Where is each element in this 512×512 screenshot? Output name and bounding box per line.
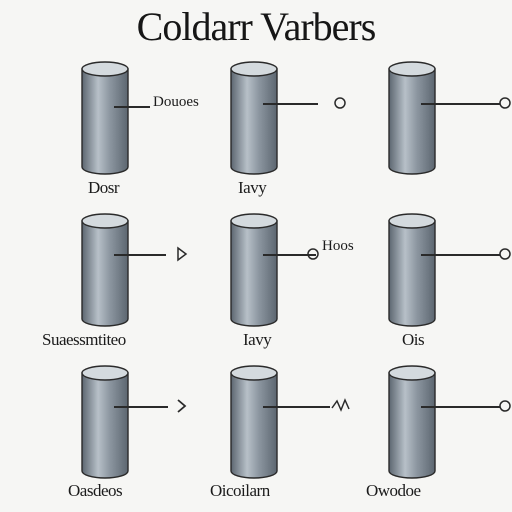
- connector-line: [263, 406, 330, 408]
- cylinder-body: [81, 68, 129, 175]
- connector-line: [263, 254, 316, 256]
- cylinder-caption: Dosr: [88, 178, 120, 197]
- cylinder-caption: Oicoilarn: [210, 481, 270, 500]
- cylinder-top: [388, 61, 436, 77]
- cylinder-r1c3: [388, 61, 436, 175]
- cylinder-top: [230, 365, 278, 381]
- cylinder-top: [388, 213, 436, 229]
- connector-line: [421, 103, 500, 105]
- connector-label: Douoes: [153, 94, 199, 110]
- circle-icon: [334, 97, 346, 109]
- cylinder-body: [388, 220, 436, 327]
- cylinder-caption: Iavy: [238, 178, 267, 197]
- arrow-right-icon: [177, 399, 187, 413]
- cylinder-r1c1: [81, 61, 129, 175]
- connector-line: [421, 254, 500, 256]
- cylinder-top: [81, 365, 129, 381]
- connector-line: [421, 406, 500, 408]
- cylinder-r1c2: [230, 61, 278, 175]
- cylinder-top: [388, 365, 436, 381]
- cylinder-caption: Owodoe: [366, 481, 421, 500]
- connector-line: [114, 406, 168, 408]
- cylinder-caption: Suaessmtiteo: [42, 330, 126, 349]
- cylinder-body: [388, 372, 436, 479]
- cylinder-caption: Ois: [402, 330, 425, 349]
- diagram-title: Coldarr Varbers: [136, 4, 377, 49]
- cylinder-r3c2: [230, 365, 278, 479]
- cylinder-r3c3: [388, 365, 436, 479]
- connector-line: [114, 254, 166, 256]
- cylinder-body: [230, 68, 278, 175]
- cylinder-caption: Iavy: [243, 330, 272, 349]
- cylinder-r2c1: [81, 213, 129, 327]
- connector-line: [114, 106, 150, 108]
- circle-icon: [499, 97, 511, 109]
- circle-icon: [307, 248, 319, 260]
- triangle-icon: [177, 246, 188, 262]
- cylinder-top: [230, 213, 278, 229]
- cylinder-body: [388, 68, 436, 175]
- cylinder-top: [81, 61, 129, 77]
- cylinder-top: [230, 61, 278, 77]
- circle-icon: [499, 248, 511, 260]
- connector-label: Hoos: [322, 238, 354, 254]
- cylinder-caption: Oasdeos: [68, 481, 123, 500]
- cylinder-r2c2: [230, 213, 278, 327]
- cylinder-top: [81, 213, 129, 229]
- connector-line: [263, 103, 318, 105]
- cylinder-r3c1: [81, 365, 129, 479]
- cylinder-body: [230, 372, 278, 479]
- circle-icon: [499, 400, 511, 412]
- squiggle-icon: [331, 398, 350, 412]
- cylinder-body: [81, 372, 129, 479]
- cylinder-body: [230, 220, 278, 327]
- cylinder-body: [81, 220, 129, 327]
- cylinder-r2c3: [388, 213, 436, 327]
